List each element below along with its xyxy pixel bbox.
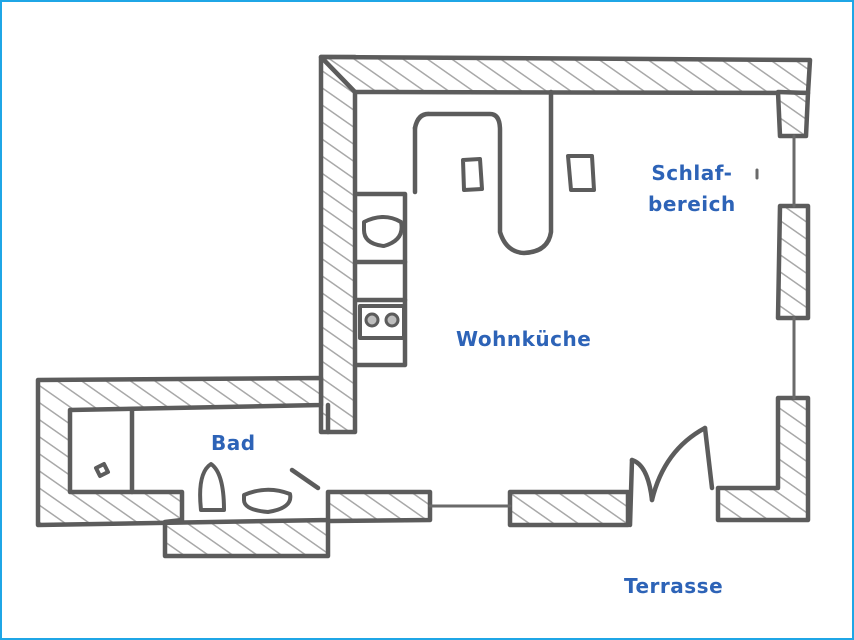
toilet	[198, 462, 226, 512]
room-label-schlafbereich-line2: bereich	[648, 192, 736, 216]
partition-closet	[412, 89, 554, 256]
terrace-door	[627, 425, 715, 528]
room-label-wohnkueche: Wohnküche	[456, 327, 592, 351]
room-label-schlafbereich: Schlaf- bereich	[648, 158, 736, 220]
wall-west-upper	[318, 54, 358, 435]
fixture-small-left	[461, 157, 484, 192]
kitchen-stove	[358, 304, 406, 340]
kitchen-sink	[362, 215, 404, 248]
wall-east-middle	[775, 203, 811, 321]
wall-east-lower	[715, 395, 811, 523]
room-label-terrasse: Terrasse	[624, 574, 724, 598]
wall-bathroom-divider	[129, 402, 331, 495]
wall-south-middle	[507, 489, 631, 528]
room-label-bad: Bad	[211, 431, 256, 455]
wall-east-top	[775, 89, 811, 139]
bathroom-sink	[242, 487, 293, 514]
wall-north	[318, 54, 813, 96]
kitchen-counter	[354, 191, 408, 368]
room-label-schlafbereich-line1: Schlaf-	[651, 161, 733, 185]
shower-drain-icon	[94, 462, 110, 478]
fixture-small-right	[566, 154, 596, 192]
wall-bathroom	[35, 375, 433, 559]
